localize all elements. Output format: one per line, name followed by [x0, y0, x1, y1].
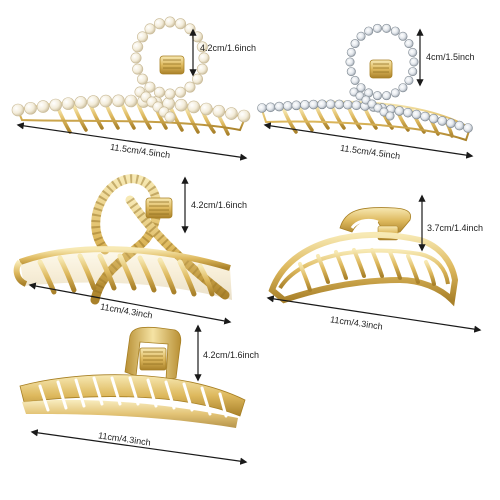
pearl-bead [198, 52, 210, 64]
rhinestone-bead [346, 47, 356, 57]
pearl-clip-image [11, 16, 251, 136]
pearl-bead [132, 63, 144, 75]
pearl-clip-width-arrow [16, 122, 248, 161]
pearl-bead [144, 81, 156, 93]
pearl-clip-height-label: 4.2cm/1.6inch [200, 43, 257, 53]
rhinestone-clip-image [257, 23, 473, 142]
pearl-bead [144, 23, 156, 35]
twisted-gold-clip-image [13, 174, 232, 305]
pearl-bead [164, 111, 176, 123]
rhinestone-bead [409, 57, 419, 67]
rhinestone-bead [346, 67, 356, 77]
pearl-bead [74, 96, 88, 109]
rhinestone-bead [398, 83, 408, 93]
pearl-bead [175, 86, 187, 98]
rhinestone-bead [265, 102, 276, 113]
rhinestone-bead [356, 31, 366, 41]
rhinestone-clip-height-label: 4cm/1.5inch [426, 52, 475, 62]
twisted-gold-clip-spring [145, 197, 173, 219]
rhinestone-bead [408, 47, 418, 57]
pearl-bead [196, 41, 208, 53]
pearl-bead [175, 18, 187, 30]
pearl-bead [61, 97, 75, 110]
rhinestone-bead [390, 88, 400, 98]
pearl-bead [49, 98, 62, 112]
rhinestone-bead [334, 99, 345, 110]
pearl-bead [130, 52, 142, 64]
rhinestone-clip-width-arrow [263, 122, 474, 159]
banana-clip-height-label: 4.2cm/1.6inch [203, 350, 260, 360]
rhinestone-bead [274, 101, 284, 112]
pearl-bead [196, 63, 208, 75]
pearl-bead [153, 86, 165, 98]
rhinestone-bead [282, 101, 293, 111]
pearl-bead [153, 18, 165, 30]
rhinestone-bead [411, 109, 422, 120]
pearl-bead [87, 95, 100, 108]
pearl-clip-spring [159, 55, 185, 75]
rhinestone-bead [394, 106, 405, 116]
rhinestone-bead [428, 113, 439, 124]
rhinestone-bead [364, 26, 374, 36]
banana-clip-width-arrow [30, 429, 248, 465]
pearl-bead [164, 88, 176, 100]
rhinestone-bead [404, 39, 414, 49]
pearl-bead [112, 94, 125, 108]
half-moon-clip-height-label: 3.7cm/1.4inch [427, 223, 484, 233]
twisted-gold-clip-width-arrow [28, 282, 232, 325]
rhinestone-bead [437, 116, 448, 126]
rhinestone-bead [398, 31, 408, 41]
rhinestone-bead [463, 123, 473, 133]
rhinestone-bead [300, 100, 310, 110]
rhinestone-bead [325, 99, 336, 110]
banana-clip-image [19, 326, 246, 428]
pearl-bead [136, 31, 148, 43]
pearl-bead [192, 31, 204, 43]
rhinestone-bead [390, 26, 400, 36]
pearl-bead [184, 23, 196, 35]
rhinestone-bead [382, 23, 392, 33]
banana-clip-spring [139, 347, 167, 371]
rhinestone-bead [257, 103, 267, 113]
pearl-bead [36, 100, 50, 113]
rhinestone-bead [404, 75, 414, 85]
rhinestone-bead [291, 100, 302, 111]
rhinestone-bead [351, 100, 362, 111]
rhinestone-bead [372, 91, 382, 101]
twisted-gold-clip-height-label: 4.2cm/1.6inch [191, 200, 248, 210]
rhinestone-bead [385, 111, 395, 121]
rhinestone-bead [343, 99, 353, 110]
rhinestone-bead [382, 91, 392, 101]
rhinestone-bead [403, 107, 413, 118]
pearl-bead [124, 94, 138, 108]
pearl-bead [24, 101, 37, 115]
pearl-bead [225, 107, 238, 120]
rhinestone-bead [317, 99, 327, 110]
pearl-bead [164, 16, 176, 28]
rhinestone-bead [350, 75, 360, 85]
rhinestone-clip-spring [369, 59, 393, 79]
pearl-bead [192, 73, 204, 85]
rhinestone-bead [372, 23, 382, 33]
pearl-bead [212, 104, 226, 118]
pearl-bead [132, 41, 144, 53]
pearl-bead [11, 103, 25, 117]
rhinestone-bead [420, 111, 430, 122]
rhinestone-bead [454, 120, 465, 131]
pearl-bead [174, 98, 188, 112]
pearl-bead [237, 109, 251, 123]
pearl-bead [184, 81, 196, 93]
pearl-bead [200, 102, 213, 116]
pearl-bead [187, 100, 201, 114]
pearl-bead [136, 73, 148, 85]
pearl-bead [99, 94, 113, 108]
rhinestone-bead [345, 57, 355, 67]
rhinestone-bead [308, 99, 319, 110]
rhinestone-bead [408, 67, 418, 77]
rhinestone-bead [446, 118, 456, 129]
half-moon-clip-image [268, 207, 459, 307]
rhinestone-bead [350, 39, 360, 49]
half-moon-clip-width-arrow [266, 295, 482, 333]
